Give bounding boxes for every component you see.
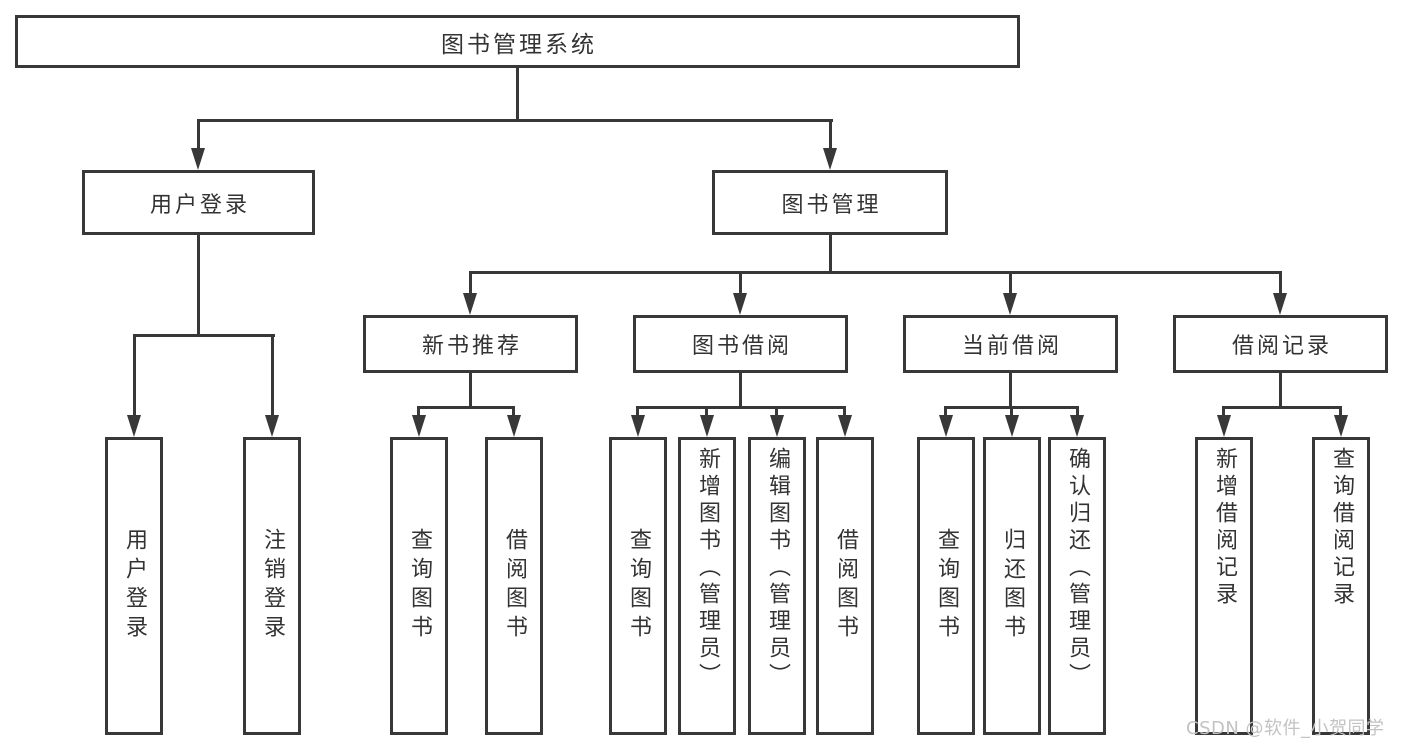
node-label: 图书借阅 [691,334,792,359]
connector-drop [1010,406,1013,418]
node-book-borrowing: 图书借阅 [633,315,848,373]
node-borrowing-records: 借阅记录 [1173,315,1388,373]
connector-book-borrow-vline [739,372,742,409]
connector-drop [705,406,708,418]
connector-drop-user-login [197,119,200,151]
arrowhead-down-icon [1273,293,1287,315]
arrowhead-down-icon [1005,415,1019,437]
node-label: 查询图书 [407,528,432,644]
leaf-current-return-book: 归还图书 [983,437,1041,735]
connector-borrow-records-vline [1279,372,1282,409]
connector-drop [636,406,639,418]
connector-root-vline [516,68,519,122]
arrowhead-down-icon [823,148,837,170]
node-label: 借阅记录 [1231,334,1332,359]
arrowhead-down-icon [127,415,141,437]
csdn-watermark: CSDN @软件_小贺同学 [1186,718,1385,739]
connector-drop [1076,406,1079,418]
node-label: 图书管理系统 [441,31,597,58]
node-label: 当前借阅 [961,334,1062,359]
connector-drop-current-borrow [1009,271,1012,295]
connector-drop [775,406,778,418]
arrowhead-down-icon [191,148,205,170]
node-label: 借阅图书 [833,528,858,644]
connector-book-mgmt-hline [469,271,1282,274]
connector-drop-borrow-records [1279,271,1282,295]
leaf-current-confirm-return-admin: 确认归还（管理员） [1048,437,1106,735]
connector-drop-book-borrow [739,271,742,295]
connector-user-login-vline [197,234,200,337]
node-book-management: 图书管理 [712,170,948,235]
arrowhead-down-icon [1003,293,1017,315]
arrowhead-down-icon [700,415,714,437]
connector-new-book-rec-hline [417,406,515,409]
arrowhead-down-icon [265,415,279,437]
connector-new-book-rec-vline [469,372,472,409]
leaf-rec-borrow-book: 借阅图书 [485,437,543,735]
connector-borrow-records-hline [1222,406,1342,409]
node-label: 新书推荐 [421,334,522,359]
node-label: 借阅图书 [502,528,527,644]
arrowhead-down-icon [1217,415,1231,437]
leaf-rec-query-book: 查询图书 [390,437,448,735]
leaf-current-query-book: 查询图书 [917,437,975,735]
leaf-borrow-edit-book-admin: 编辑图书（管理员） [748,437,806,735]
arrowhead-down-icon [1070,415,1084,437]
connector-drop [944,406,947,418]
node-label: 归还图书 [1000,528,1025,644]
connector-user-login-hline [133,334,275,337]
node-user-login: 用户登录 [82,170,315,235]
arrowhead-down-icon [770,415,784,437]
node-label: 新增借阅记录 [1212,447,1237,609]
connector-drop-leaf-user-login [133,334,136,417]
node-label: 查询图书 [626,528,651,644]
connector-drop [1339,406,1342,418]
node-label: 确认归还（管理员） [1065,447,1090,690]
node-label: 新增图书（管理员） [695,447,720,690]
leaf-borrow-query-book: 查询图书 [609,437,667,735]
connector-drop-new-book-rec [469,271,472,295]
connector-drop-leaf-logout [271,334,274,417]
leaf-borrow-borrow-book: 借阅图书 [816,437,874,735]
connector-drop [512,406,515,418]
node-label: 用户登录 [122,528,147,644]
arrowhead-down-icon [412,415,426,437]
node-library-management-system: 图书管理系统 [15,15,1020,68]
connector-drop [843,406,846,418]
node-label: 图书管理 [781,192,882,218]
arrowhead-down-icon [463,293,477,315]
node-label: 编辑图书（管理员） [765,447,790,690]
leaf-record-add-borrow-record: 新增借阅记录 [1195,437,1253,735]
node-label: 查询图书 [934,528,959,644]
leaf-record-query-borrow-record: 查询借阅记录 [1312,437,1370,735]
arrowhead-down-icon [631,415,645,437]
connector-book-mgmt-vline [829,234,832,274]
arrowhead-down-icon [939,415,953,437]
node-label: 注销登录 [260,528,285,644]
connector-drop-book-mgmt [829,119,832,151]
arrowhead-down-icon [838,415,852,437]
connector-current-borrow-vline [1009,372,1012,409]
node-new-book-recommend: 新书推荐 [363,315,578,373]
connector-drop [1222,406,1225,418]
leaf-logout: 注销登录 [243,437,301,735]
leaf-user-login: 用户登录 [105,437,163,735]
connector-drop [417,406,420,418]
node-label: 用户登录 [149,192,250,218]
connector-book-borrow-hline [636,406,846,409]
node-current-borrowing: 当前借阅 [903,315,1118,373]
leaf-borrow-add-book-admin: 新增图书（管理员） [678,437,736,735]
arrowhead-down-icon [1334,415,1348,437]
arrowhead-down-icon [507,415,521,437]
connector-root-hline [197,119,833,122]
node-label: 查询借阅记录 [1329,447,1354,609]
arrowhead-down-icon [733,293,747,315]
